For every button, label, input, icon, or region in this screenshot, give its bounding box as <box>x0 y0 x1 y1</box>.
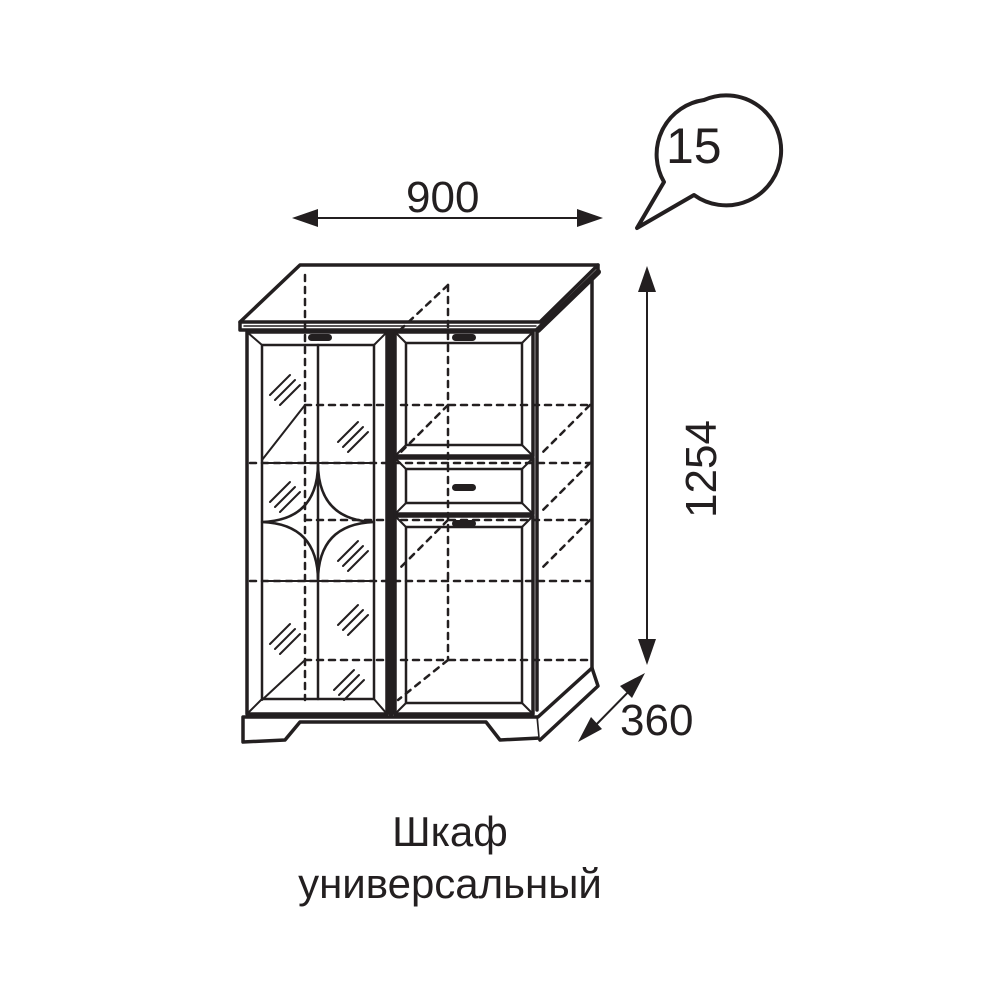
drawer <box>393 456 535 516</box>
product-title-line1: Шкаф <box>392 808 508 855</box>
cabinet-side-panel <box>535 278 594 712</box>
left-door-handle <box>308 334 332 341</box>
height-dimension-label: 1254 <box>677 420 726 518</box>
bottom-door-handle <box>452 520 476 527</box>
depth-dimension-arrow <box>578 673 645 742</box>
cabinet-top <box>238 263 601 333</box>
drawer-handle <box>452 484 476 491</box>
item-number-callout <box>635 93 784 230</box>
right-bottom-door <box>393 514 535 716</box>
width-dimension-arrow <box>292 209 603 227</box>
depth-dimension-label: 360 <box>620 696 694 745</box>
width-dimension-label: 900 <box>406 173 480 222</box>
right-top-door <box>393 330 535 458</box>
item-number: 15 <box>666 118 722 174</box>
left-glazed-door <box>245 330 389 716</box>
cabinet-plinth <box>241 666 600 744</box>
hidden-shelves <box>248 273 592 702</box>
product-title-line2: универсальный <box>298 860 602 907</box>
top-door-handle <box>452 334 476 341</box>
height-dimension-arrow <box>638 266 656 665</box>
